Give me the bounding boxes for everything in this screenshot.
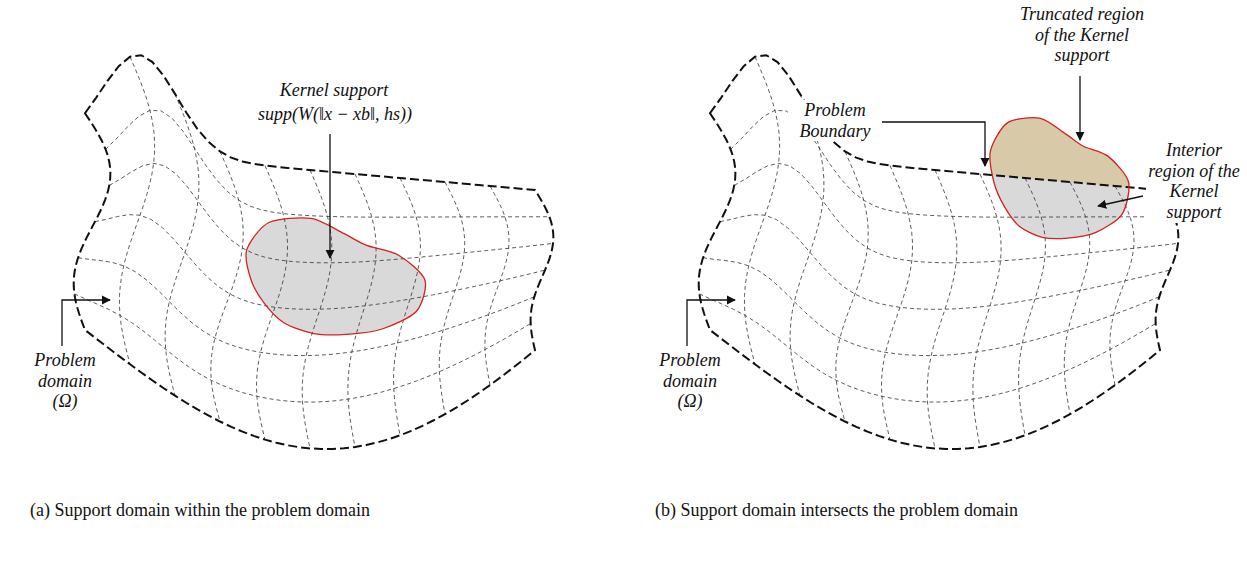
leader-line xyxy=(329,134,330,258)
kernel-formula: supp(W(‖x − xb‖, hs)) xyxy=(228,104,442,125)
leader-line xyxy=(1079,76,1080,140)
mesh-line xyxy=(348,174,376,447)
mesh-line xyxy=(95,215,545,310)
mesh-line xyxy=(881,166,912,440)
interior-label: Interior region of the Kernel support xyxy=(1146,140,1242,223)
mesh-line xyxy=(734,163,1178,262)
subfigure-caption: (a) Support domain within the problem do… xyxy=(30,500,538,521)
kernel-support xyxy=(246,218,425,335)
leader-line xyxy=(1098,196,1143,206)
leader-line xyxy=(880,122,985,166)
domain-boundary xyxy=(74,55,554,449)
mesh-line xyxy=(106,110,550,217)
mesh-line xyxy=(699,294,1155,402)
mesh-line xyxy=(256,166,287,440)
kernel-label: Kernel support xyxy=(262,80,406,101)
leader-line xyxy=(687,300,735,346)
truncated-label: Truncated region of the Kernel support xyxy=(1012,4,1152,66)
mesh-line xyxy=(74,294,530,402)
mesh-line xyxy=(394,178,421,435)
mesh-line xyxy=(1019,178,1046,435)
mesh-line xyxy=(744,57,779,365)
interior-region xyxy=(990,118,1129,239)
domain-label: Problem domain (Ω) xyxy=(25,350,105,412)
domain-boundary xyxy=(699,55,1179,449)
panel xyxy=(699,55,1179,449)
leader-line xyxy=(62,300,110,346)
kernel-outline xyxy=(990,118,1129,239)
mesh-line xyxy=(211,151,243,421)
mesh-domain xyxy=(74,55,1179,449)
mesh-line xyxy=(165,94,199,396)
mesh-line xyxy=(78,258,534,356)
mesh-line xyxy=(109,163,553,262)
boundary-label: Problem Boundary xyxy=(788,100,882,141)
subfigure-caption: (b) Support domain intersects the proble… xyxy=(655,500,1163,521)
mesh-line xyxy=(973,174,1001,447)
mesh-line xyxy=(1110,186,1134,385)
mesh-line xyxy=(703,258,1159,356)
mesh-line xyxy=(119,57,154,365)
mesh-line xyxy=(485,186,509,385)
panel xyxy=(74,55,554,449)
domain-label: Problem domain (Ω) xyxy=(650,350,730,412)
kernel-outline xyxy=(246,218,425,335)
mesh-line xyxy=(836,151,868,421)
truncated-region xyxy=(990,118,1129,239)
